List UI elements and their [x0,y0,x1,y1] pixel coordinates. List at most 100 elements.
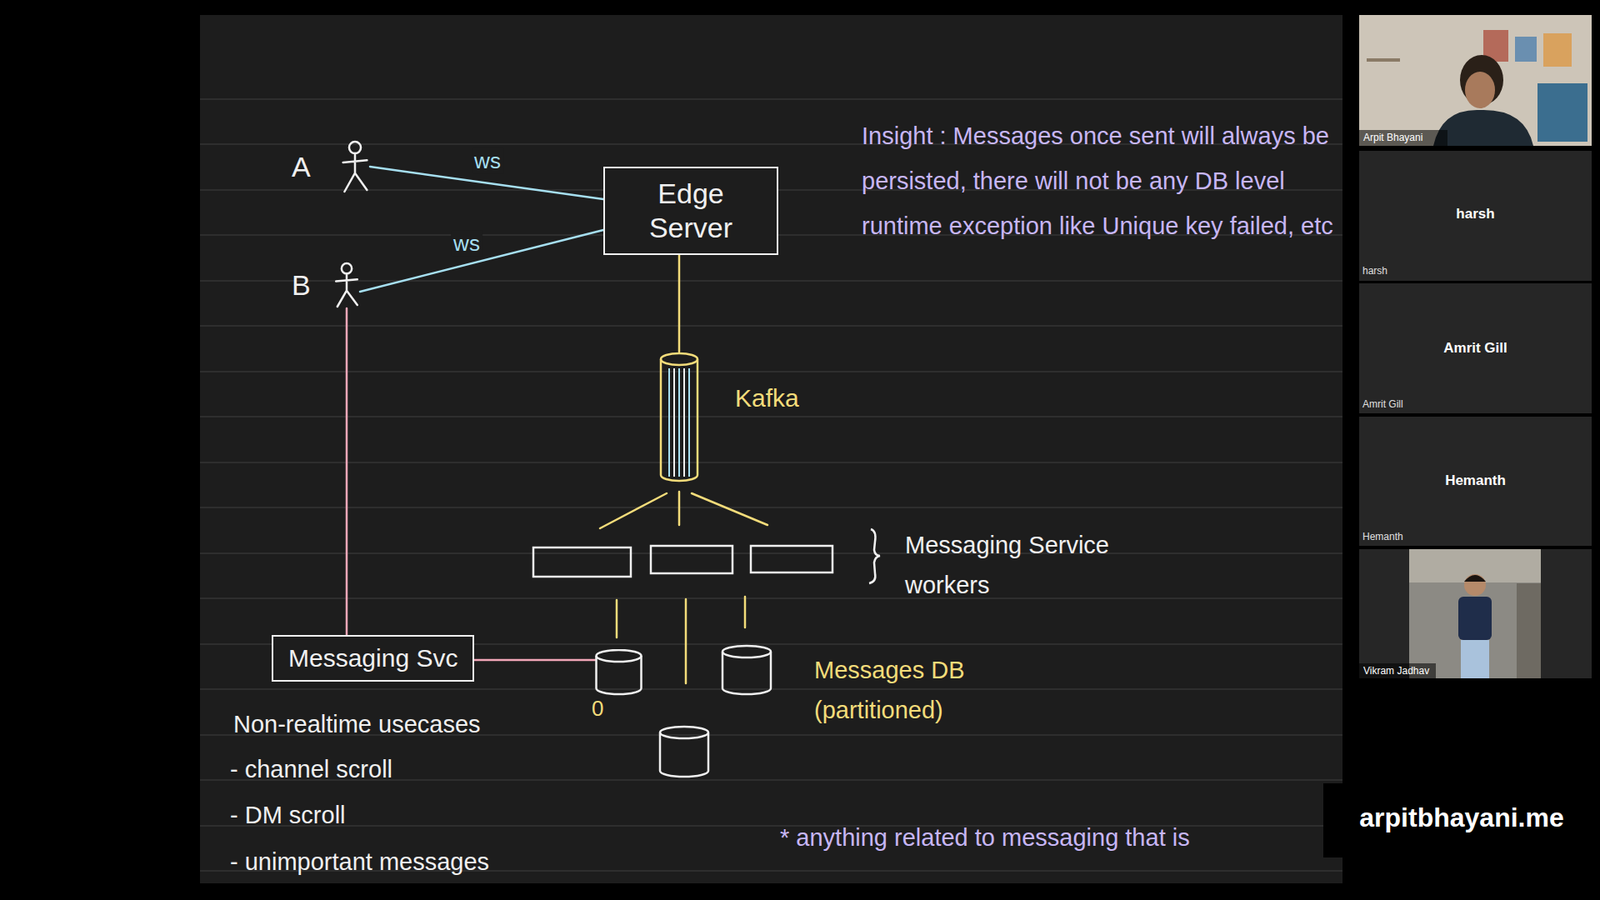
ruled-line [200,280,1343,282]
node-text: Edge Server [636,176,745,245]
name-tag-ground [1359,130,1448,146]
db-body [596,655,642,695]
db-cylinder-top [722,645,771,658]
list-item: - DM scroll [230,800,346,830]
figure-head [349,141,361,154]
ruled-line [200,325,1343,327]
participant-name: harsh [1359,205,1592,223]
ruled-line [200,98,1343,100]
ruled-line [200,234,1343,236]
insight-note: Insight : Messages once sent will always… [861,113,1334,249]
group-label: Messaging Service workers [905,525,1147,605]
node-text: Kafka [735,383,800,414]
ruled-line [200,506,1343,509]
db-cylinder [722,651,771,695]
server-box: Edge Server [603,166,779,255]
presenter-face [1465,71,1495,109]
participant-tile [1359,283,1592,414]
photo-ceiling [1409,549,1541,583]
stick-figure [340,140,370,194]
person-jeans [1460,640,1490,679]
ruled-line [200,597,1343,600]
person-shirt [1458,596,1492,640]
worker-box [533,547,631,577]
participant-name: Amrit Gill [1359,340,1592,357]
video-tile [1359,15,1592,146]
ruled-line [200,370,1343,373]
ruled-line [200,415,1343,418]
ruled-line [200,779,1343,781]
figure-body [335,273,358,307]
participant-name: Hemanth [1362,530,1404,543]
db-cylinder: 0 [595,649,643,722]
queue-stripe [688,368,690,477]
participant-tile [1359,150,1592,281]
participant-name: Vikram Jadhav [1363,665,1430,677]
ruled-line [200,143,1343,145]
participant-name: Amrit Gill [1362,398,1404,410]
db-label: Messages DB (partitioned) [814,650,1031,730]
person-head [1464,574,1486,596]
whiteboard [200,15,1343,884]
user-figure: A [291,140,370,194]
ruled-line [200,552,1343,555]
participant-photo [1409,549,1541,679]
db-cylinder [660,732,709,777]
wall-poster [1515,36,1537,62]
node-text: 0 [591,695,604,722]
service-box: Messaging Svc [271,635,475,682]
db-symbol [595,649,643,696]
db-cylinder-top [660,726,709,739]
ruled-line [200,461,1343,464]
footnote: * anything related to messaging that is [780,823,1190,853]
participant-name: Arpit Bhayani [1363,131,1423,144]
queue-stripe [678,368,680,477]
ruled-lines [200,99,1343,871]
node-text: B [291,268,325,303]
list-heading: Non-realtime usecases [233,710,481,740]
connector [678,255,681,352]
edge-label: ws [471,148,504,175]
watermark: arpitbhayani.me [1323,801,1600,834]
ruled-line [200,734,1343,736]
photo-shop [1516,583,1541,679]
db-top [596,650,642,662]
kafka-cylinder: Kafka [658,351,800,485]
queue-stripe [673,368,675,477]
fanout-line [678,491,681,525]
ruled-line [200,189,1343,191]
participant-name: harsh [1362,265,1388,277]
ruled-line [200,870,1343,872]
fanout-line [691,493,768,525]
worker-db-line [685,599,688,684]
ruled-line [200,643,1343,645]
fanout-line [600,493,667,529]
wall-poster [1543,33,1572,67]
shelf [1366,58,1400,62]
name-tag-ground [1359,663,1436,679]
queue-symbol [658,351,700,485]
edge-label: ws [450,230,483,257]
user-figure: B [291,261,360,309]
person-hair [1464,575,1486,582]
worker-db-line [615,600,619,638]
connector [345,308,349,635]
participant-tile [1359,549,1592,679]
queue-top [660,353,698,365]
worker-box [750,545,833,573]
participant-name: Hemanth [1359,472,1592,490]
watermark-ground [1323,783,1600,858]
queue-stripe [683,368,685,477]
queue-body [660,359,698,481]
connector [474,659,595,662]
background-object [1537,83,1588,142]
node-text: A [291,150,325,185]
queue-stripe [668,368,670,477]
list-item: - channel scroll [230,755,393,785]
worker-box [650,545,733,574]
figure-body [343,153,368,192]
connector [360,230,604,292]
